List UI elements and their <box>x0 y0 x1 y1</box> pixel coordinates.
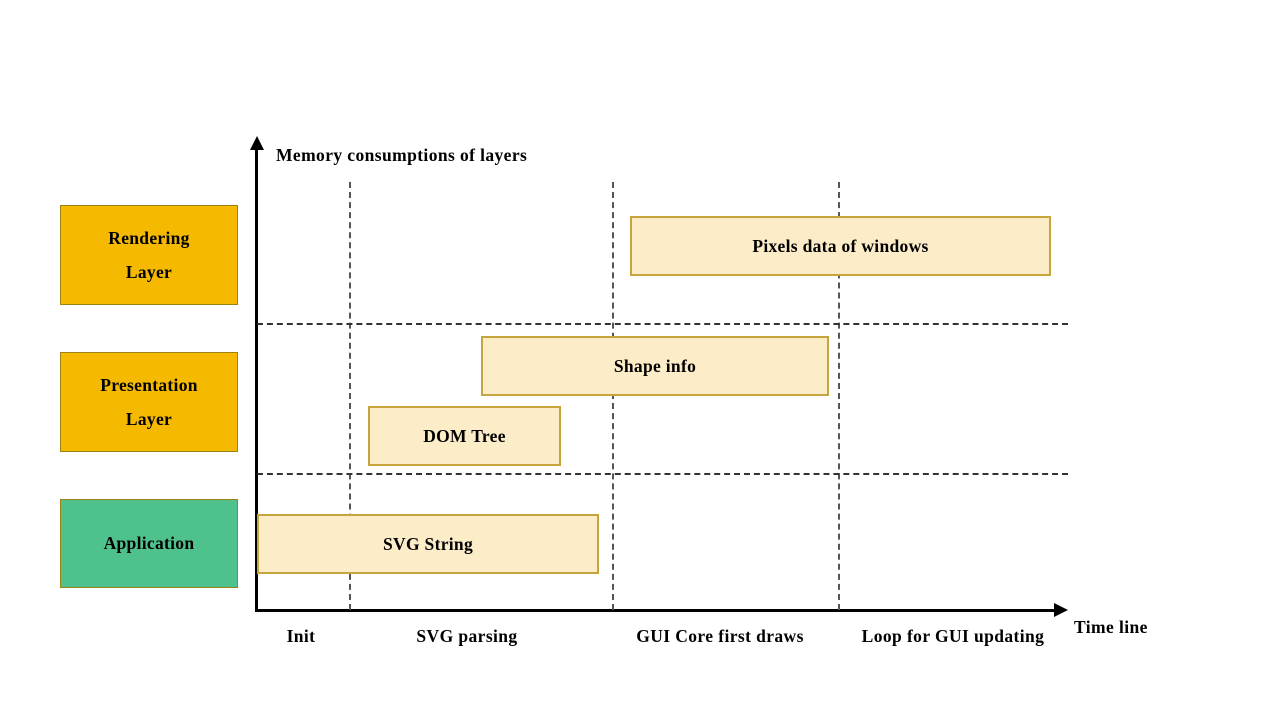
bar-label-dom-tree: DOM Tree <box>423 425 506 446</box>
layer-label-application-line1: Application <box>103 533 195 554</box>
chart-title: Memory consumptions of layers <box>276 145 528 165</box>
x-tick-label-svg-parsing: SVG parsing <box>416 626 518 646</box>
bar-label-svg-string: SVG String <box>382 533 474 554</box>
x-axis-line <box>255 609 1060 612</box>
x-axis-title: Time line <box>1074 617 1148 637</box>
x-tick-label-init: Init <box>286 626 316 646</box>
layer-label-rendering-line2: Layer <box>125 262 173 282</box>
layer-label-presentation-line2: Layer <box>125 409 173 429</box>
bar-label-shape-info: Shape info <box>613 355 697 376</box>
gridline-horizontal-rendering-presentation <box>257 323 1068 325</box>
layer-label-presentation-line1: Presentation <box>100 374 198 395</box>
x-tick-label-loop-for-gui-updating: Loop for GUI updating <box>861 626 1045 646</box>
bar-dom-tree: DOM Tree <box>368 406 561 466</box>
x-axis-arrow-icon <box>1054 603 1068 617</box>
bar-label-pixels-data-of-windows: Pixels data of windows <box>752 235 929 256</box>
bar-shape-info: Shape info <box>481 336 829 396</box>
layer-label-rendering-line1: Rendering <box>108 227 190 248</box>
layer-box-rendering: Rendering Layer <box>60 205 238 305</box>
y-axis-line <box>255 148 258 612</box>
layer-box-presentation: Presentation Layer <box>60 352 238 452</box>
gridline-vertical-firstdraw-end <box>838 182 840 610</box>
gridline-horizontal-presentation-application <box>257 473 1068 475</box>
bar-pixels-data-of-windows: Pixels data of windows <box>630 216 1051 276</box>
layer-box-application: Application <box>60 499 238 588</box>
x-tick-label-gui-core-first-draws: GUI Core first draws <box>636 626 804 646</box>
y-axis-arrow-icon <box>250 136 264 150</box>
gridline-vertical-init-end <box>349 182 351 610</box>
bar-svg-string: SVG String <box>257 514 599 574</box>
gridline-vertical-parsing-end <box>612 182 614 610</box>
